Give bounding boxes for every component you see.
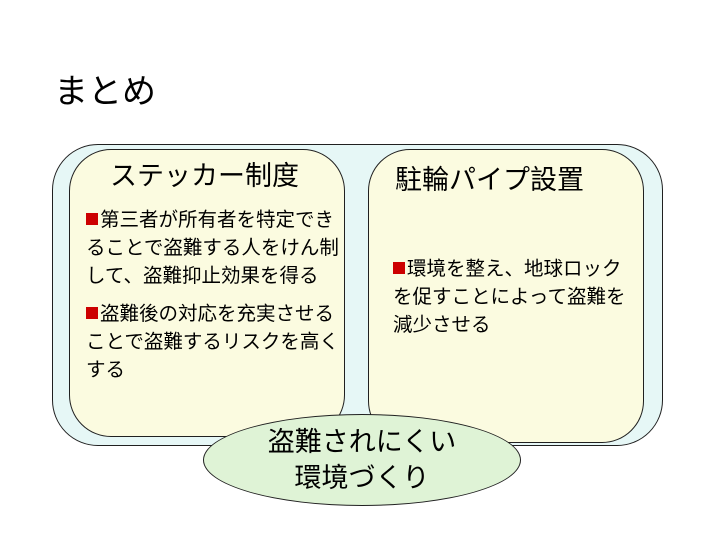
slide-title: まとめ: [54, 72, 156, 112]
bike-pipe-box: 駐輪パイプ設置 環境を整え、地球ロックを促すことによって盗難を減少させる: [368, 149, 644, 443]
bullet-square-icon: [86, 213, 98, 225]
goal-ellipse: 盗難されにくい 環境づくり: [203, 414, 521, 506]
sticker-system-heading: ステッカー制度: [110, 161, 299, 192]
goal-text: 盗難されにくい 環境づくり: [204, 425, 520, 497]
bullet-text: 環境を整え、地球ロックを促すことによって盗難を減少させる: [393, 257, 626, 336]
goal-line-1: 盗難されにくい: [267, 427, 457, 458]
bullet-text: 第三者が所有者を特定できることで盗難する人をけん制して、盗難抑止効果を得る: [86, 208, 339, 287]
bullet-square-icon: [86, 307, 98, 319]
goal-line-2: 環境づくり: [294, 463, 430, 494]
bike-pipe-heading: 駐輪パイプ設置: [395, 165, 584, 196]
bullet-item: 環境を整え、地球ロックを促すことによって盗難を減少させる: [393, 255, 631, 339]
sticker-system-bullets: 第三者が所有者を特定できることで盗難する人をけん制して、盗難抑止効果を得る 盗難…: [86, 206, 344, 394]
bullet-text: 盗難後の対応を充実させることで盗難するリスクを高くする: [86, 302, 339, 381]
bullet-square-icon: [393, 262, 405, 274]
sticker-system-box: ステッカー制度 第三者が所有者を特定できることで盗難する人をけん制して、盗難抑止…: [69, 149, 345, 437]
bullet-item: 盗難後の対応を充実させることで盗難するリスクを高くする: [86, 300, 344, 384]
bike-pipe-bullets: 環境を整え、地球ロックを促すことによって盗難を減少させる: [393, 255, 631, 349]
bullet-item: 第三者が所有者を特定できることで盗難する人をけん制して、盗難抑止効果を得る: [86, 206, 344, 290]
